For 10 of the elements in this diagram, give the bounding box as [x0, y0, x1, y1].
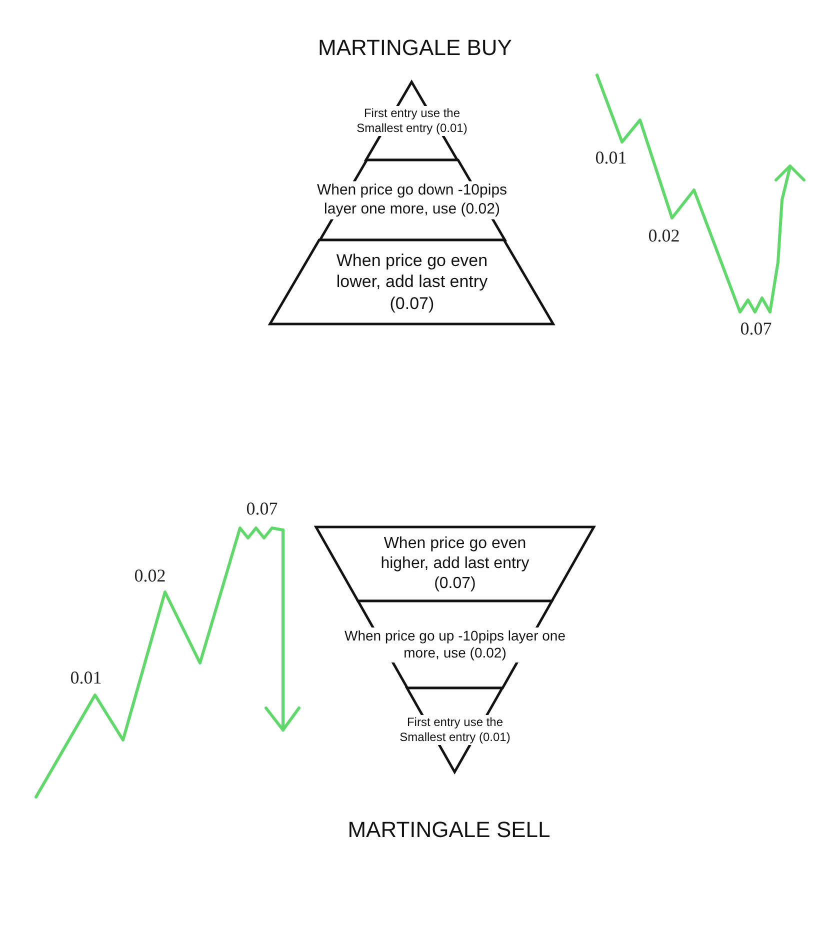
lot-size-label: 0.02: [648, 226, 680, 246]
lot-size-label: 0.02: [134, 566, 166, 586]
lot-size-label: 0.01: [595, 148, 627, 168]
diagram-heading: MARTINGALE SELL: [348, 817, 550, 843]
inverted-pyramid-tier: [316, 527, 594, 601]
lot-size-label: 0.07: [246, 498, 278, 520]
diagram-heading: MARTINGALE BUY: [318, 35, 512, 61]
pyramid-tier: [270, 240, 554, 324]
lot-size-label: 0.01: [70, 668, 102, 688]
lot-size-label: 0.07: [740, 318, 772, 340]
